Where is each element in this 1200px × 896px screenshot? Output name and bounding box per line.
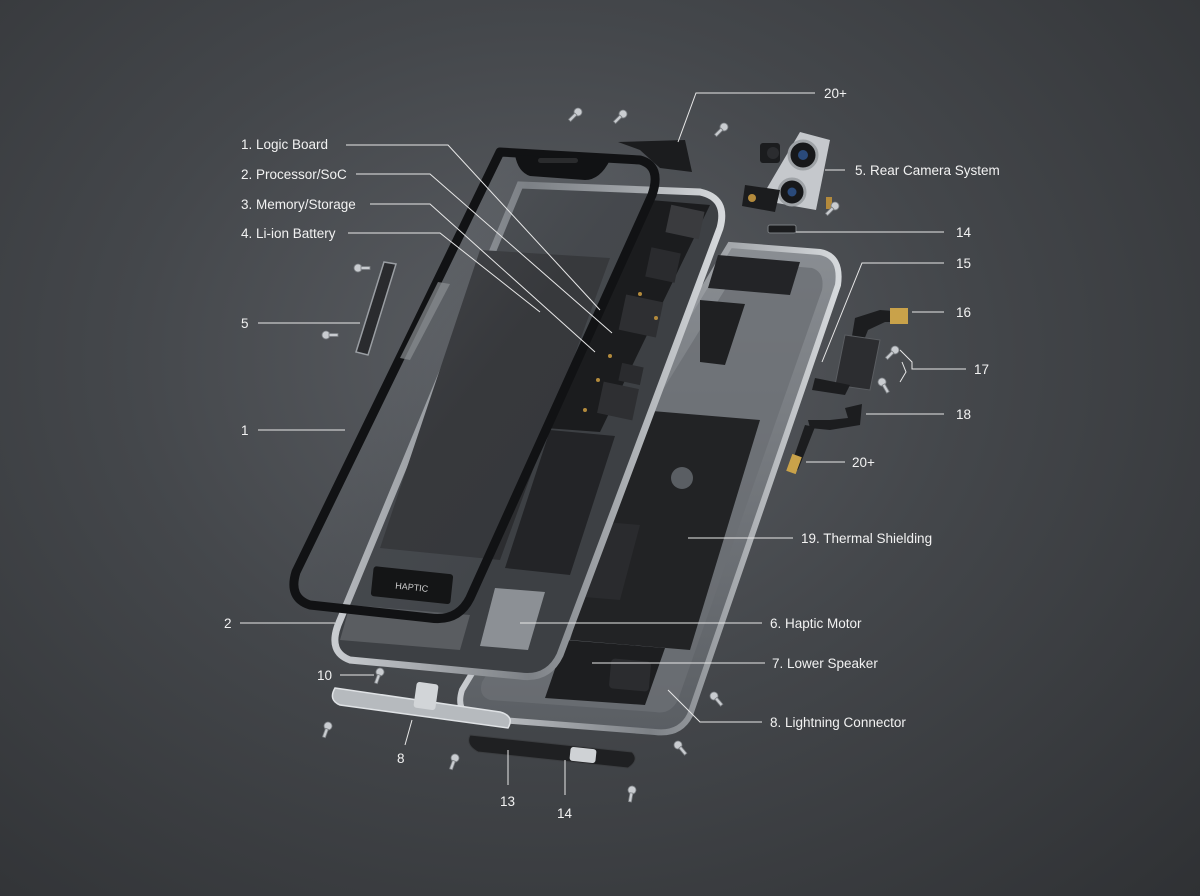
label-screws-top: 20+ [824, 86, 847, 101]
label-part-17: 17 [974, 362, 989, 377]
screw [567, 107, 583, 123]
label-thermal: 19. Thermal Shielding [801, 531, 932, 546]
speaker-bracket [468, 734, 636, 769]
label-speaker: 7. Lower Speaker [772, 656, 878, 671]
label-battery: 4. Li-ion Battery [241, 226, 336, 241]
screw [877, 377, 890, 394]
front-display-glass: HAPTIC [289, 147, 660, 624]
screw [321, 330, 339, 340]
rear-camera-system [742, 132, 832, 234]
screw [612, 109, 628, 125]
lightning-connector-assembly [331, 681, 511, 729]
label-side-2: 2 [224, 616, 232, 631]
label-processor: 2. Processor/SoC [241, 167, 347, 182]
soc-chip [618, 294, 664, 338]
label-memory: 3. Memory/Storage [241, 197, 356, 212]
screw [673, 740, 688, 756]
memory-chip [597, 381, 639, 421]
screws [321, 107, 900, 803]
callout-labels: 1. Logic Board 2. Processor/SoC 3. Memor… [224, 86, 1000, 821]
label-logic-board: 1. Logic Board [241, 137, 328, 152]
flex-cable-15 [834, 334, 881, 391]
svg-text:HAPTIC: HAPTIC [395, 580, 429, 593]
screw [353, 263, 371, 273]
screw [321, 721, 333, 739]
screw [448, 753, 460, 771]
label-side-10: 10 [317, 668, 332, 683]
flex-cable-18 [808, 404, 862, 430]
lightning-plug [413, 681, 439, 711]
label-rear-camera: 5. Rear Camera System [855, 163, 1000, 178]
top-bracket [618, 140, 692, 172]
label-part-18: 18 [956, 407, 971, 422]
leader-lines [240, 92, 966, 795]
screw [709, 691, 724, 707]
label-side-13: 13 [500, 794, 515, 809]
haptic-chip: HAPTIC [370, 566, 454, 605]
label-part-14-top: 14 [956, 225, 972, 240]
label-part-16: 16 [956, 305, 971, 320]
label-side-8: 8 [397, 751, 405, 766]
label-side-1: 1 [241, 423, 249, 438]
flex-cables [786, 308, 908, 475]
screw [884, 345, 900, 361]
screw [824, 201, 840, 217]
label-side-5: 5 [241, 316, 249, 331]
label-screws-right: 20+ [852, 455, 875, 470]
label-haptic: 6. Haptic Motor [770, 616, 862, 631]
label-side-14-bottom: 14 [557, 806, 573, 821]
label-part-15: 15 [956, 256, 971, 271]
screw [373, 667, 385, 685]
label-lightning: 8. Lightning Connector [770, 715, 906, 730]
screw [713, 122, 729, 138]
side-buttons [355, 261, 450, 360]
thermal-shield-hole [671, 467, 693, 489]
haptic-motor [480, 588, 545, 650]
screw [627, 785, 637, 803]
